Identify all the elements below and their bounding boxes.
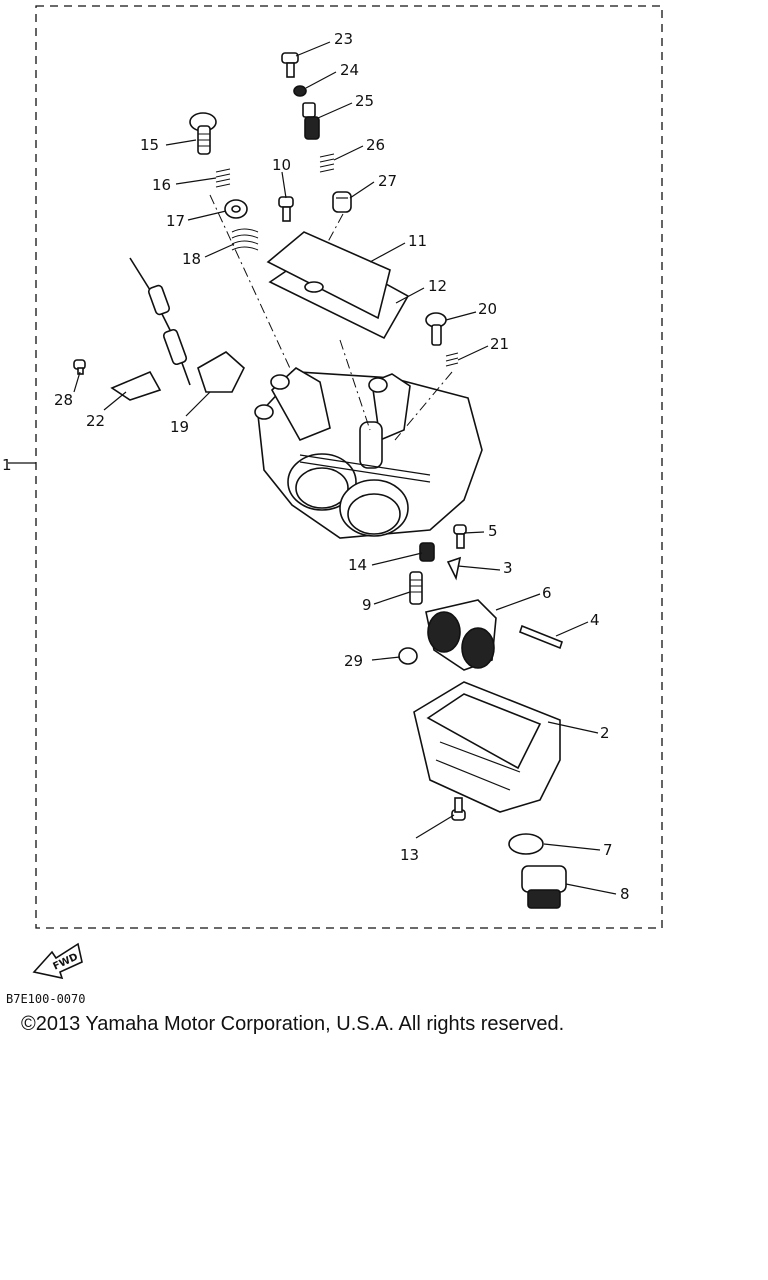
- part-27-holder: [332, 191, 352, 213]
- copyright-notice: ©2013 Yamaha Motor Corporation, U.S.A. A…: [21, 1013, 565, 1035]
- callout-9: 9: [362, 596, 372, 614]
- callout-8: 8: [620, 885, 630, 903]
- callout-4: 4: [590, 611, 600, 629]
- part-21-spring: [445, 352, 459, 367]
- callout-14: 14: [348, 556, 367, 574]
- callout-16: 16: [152, 176, 171, 194]
- diagram-code: B7E100-0070: [6, 992, 86, 1006]
- part-26-spring: [319, 153, 335, 173]
- callout-11: 11: [408, 232, 427, 250]
- assembly-boundary: [35, 5, 663, 929]
- callout-1: 1: [2, 456, 12, 474]
- part-29-cap: [398, 647, 418, 665]
- callout-20: 20: [478, 300, 497, 318]
- callout-5: 5: [488, 522, 498, 540]
- callout-6: 6: [542, 584, 552, 602]
- part-23-screw: [281, 52, 299, 78]
- callout-2: 2: [600, 724, 610, 742]
- callout-19: 19: [170, 418, 189, 436]
- callout-10: 10: [272, 156, 291, 174]
- part-8-drain-plug: [521, 865, 567, 909]
- callout-3: 3: [503, 559, 513, 577]
- callout-23: 23: [334, 30, 353, 48]
- callout-24: 24: [340, 61, 359, 79]
- callout-13: 13: [400, 846, 419, 864]
- callout-25: 25: [355, 92, 374, 110]
- callout-7: 7: [603, 841, 613, 859]
- part-14-jet: [419, 542, 435, 562]
- part-28-screw: [73, 359, 86, 375]
- carburetor-body: [254, 367, 483, 539]
- callout-28: 28: [54, 391, 73, 409]
- part-7-o-ring: [508, 833, 544, 855]
- callout-18: 18: [182, 250, 201, 268]
- part-24-washer: [293, 85, 307, 97]
- callout-26: 26: [366, 136, 385, 154]
- part-2-float-bowl: [413, 681, 561, 813]
- part-19-starter-plunger: [129, 257, 245, 393]
- part-17-washer: [224, 199, 248, 219]
- part-11-cover: [266, 231, 391, 320]
- part-3-needle-valve: [446, 556, 462, 581]
- callout-17: 17: [166, 212, 185, 230]
- part-5-screw: [453, 524, 467, 549]
- part-20-screw: [425, 312, 447, 346]
- part-18-spring: [231, 228, 259, 251]
- callout-21: 21: [490, 335, 509, 353]
- callout-12: 12: [428, 277, 447, 295]
- callout-leaders: [73, 41, 617, 895]
- part-4-float-pin: [519, 624, 563, 650]
- part-22-bracket: [110, 370, 162, 401]
- part-6-float: [425, 599, 497, 671]
- callout-29: 29: [344, 652, 363, 670]
- callout-22: 22: [86, 412, 105, 430]
- callout-15: 15: [140, 136, 159, 154]
- fwd-arrow-icon: FWD: [32, 942, 83, 980]
- carburetor-exploded-diagram: 1: [2, 5, 663, 980]
- part-10-screw: [278, 196, 294, 222]
- part-15-screw: [189, 112, 217, 155]
- part-9-main-jet: [409, 571, 423, 605]
- callout-27: 27: [378, 172, 397, 190]
- part-25-jet: [302, 102, 320, 140]
- part-13-screw: [451, 797, 466, 821]
- part-16-spring: [215, 168, 231, 188]
